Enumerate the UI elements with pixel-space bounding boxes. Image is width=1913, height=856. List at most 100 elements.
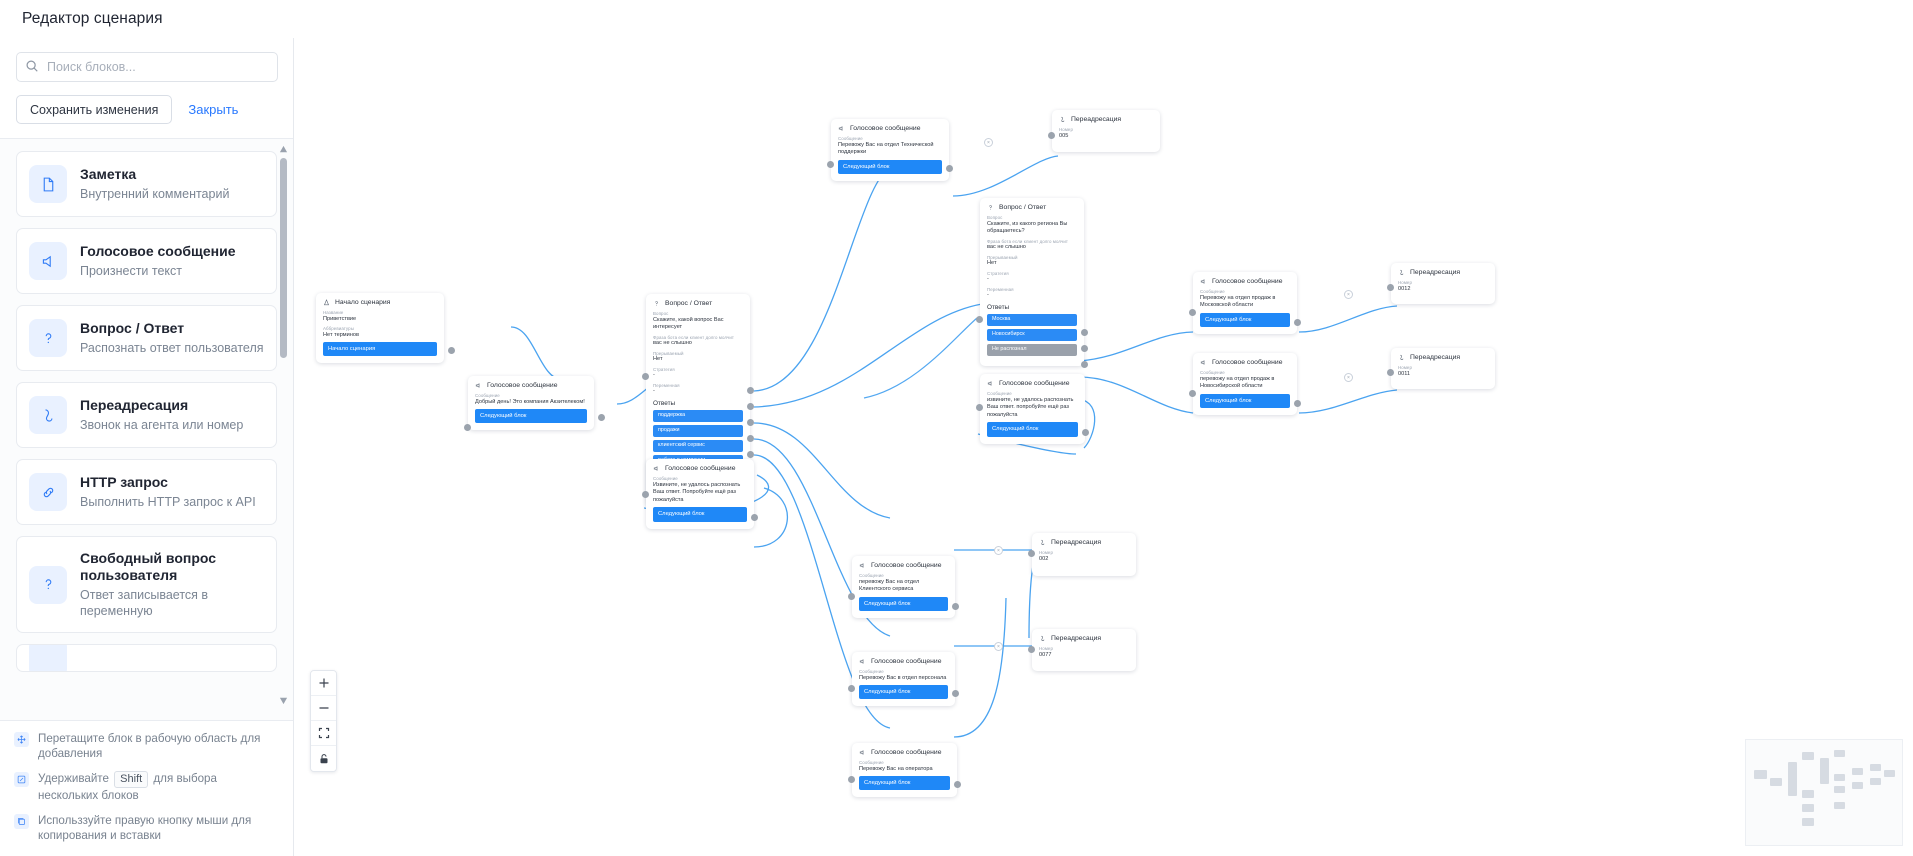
output-port-answer-1[interactable] xyxy=(747,387,754,394)
output-port[interactable] xyxy=(1294,318,1301,326)
node-novosibirsk-redirect[interactable]: Переадресация Номер 0011 xyxy=(1387,348,1495,389)
block-item-note[interactable]: Заметка Внутренний комментарий xyxy=(16,151,277,217)
answers-label: Ответы xyxy=(987,303,1010,311)
input-port[interactable] xyxy=(827,161,834,168)
input-port[interactable] xyxy=(642,373,649,380)
output-port[interactable] xyxy=(952,690,959,698)
next-block-chip[interactable]: Следующий блок xyxy=(838,159,942,174)
output-port[interactable] xyxy=(946,164,953,172)
node-greeting-voice[interactable]: Голосовое сообщение Сообщение Добрый ден… xyxy=(464,376,605,431)
node-qa-region-fallback-voice[interactable]: Голосовое сообщение Сообщение извините, … xyxy=(976,374,1089,444)
node-qa-main-fallback-voice[interactable]: Голосовое сообщение Сообщение Извините, … xyxy=(642,459,758,529)
next-block-chip[interactable]: Следующий блок xyxy=(859,776,950,791)
save-button[interactable]: Сохранить изменения xyxy=(16,95,173,124)
output-port-answer-5[interactable] xyxy=(747,451,754,458)
next-block-chip[interactable]: Следующий блок xyxy=(475,409,587,424)
output-port[interactable] xyxy=(1294,399,1301,407)
scroll-down-icon[interactable] xyxy=(279,696,288,705)
node-client-service-redirect[interactable]: Переадресация Номер 002 xyxy=(1028,533,1136,576)
edge-delete-icon[interactable]: × xyxy=(1344,290,1353,299)
output-port-answer-3[interactable] xyxy=(747,419,754,426)
next-block-chip[interactable]: Следующий блок xyxy=(1200,393,1290,408)
output-port-unrecognized[interactable] xyxy=(1081,361,1088,368)
output-port-answer-2[interactable] xyxy=(1081,345,1088,352)
answer-chip[interactable]: продажи xyxy=(653,424,743,437)
node-support-redirect[interactable]: Переадресация Номер 005 xyxy=(1048,110,1160,152)
search-input[interactable] xyxy=(16,52,278,82)
canvas-minimap[interactable] xyxy=(1745,739,1903,846)
node-hr-redirect[interactable]: Переадресация Номер 0077 xyxy=(1028,629,1136,671)
field-message: Сообщение Перевожу на отдел продаж в Мос… xyxy=(1200,289,1290,310)
answer-chip[interactable]: поддержка xyxy=(653,409,743,422)
node-novosibirsk-voice[interactable]: Голосовое сообщение Сообщение перевожу н… xyxy=(1189,353,1301,415)
edge-delete-icon[interactable]: × xyxy=(1344,373,1353,382)
speaker-icon xyxy=(859,563,864,568)
block-item-question-answer[interactable]: Вопрос / Ответ Распознать ответ пользова… xyxy=(16,305,277,371)
node-qa-region[interactable]: Вопрос / Ответ Вопрос Скажите, из какого… xyxy=(976,198,1088,368)
next-block-chip[interactable]: Следующий блок xyxy=(653,507,747,522)
node-moscow-redirect[interactable]: Переадресация Номер 0012 xyxy=(1387,263,1495,304)
output-port[interactable] xyxy=(598,414,605,422)
input-port[interactable] xyxy=(1028,550,1035,557)
sidebar-scrollbar[interactable] xyxy=(279,145,288,705)
block-item-voice-message[interactable]: Голосовое сообщение Произнести текст xyxy=(16,228,277,294)
output-port[interactable] xyxy=(1082,428,1089,436)
input-port[interactable] xyxy=(1189,309,1196,316)
lock-button[interactable] xyxy=(311,746,336,771)
node-client-service-voice[interactable]: Голосовое сообщение Сообщение перевожу В… xyxy=(848,556,959,618)
next-block-chip[interactable]: Следующий блок xyxy=(1200,312,1290,327)
field-label: Номер xyxy=(1039,646,1054,651)
input-port[interactable] xyxy=(642,491,649,498)
node-start[interactable]: Начало сценария Название Приветствие Абб… xyxy=(316,293,455,364)
field-label: Сообщение xyxy=(653,476,678,481)
field-abbr: Аббревиатуры Нет терминов xyxy=(323,326,437,339)
block-item-redirect[interactable]: Переадресация Звонок на агента или номер xyxy=(16,382,277,448)
node-hr-voice[interactable]: Голосовое сообщение Сообщение Перевожу В… xyxy=(848,652,959,707)
next-block-chip[interactable]: Следующий блок xyxy=(859,685,948,700)
output-port[interactable] xyxy=(751,513,758,521)
node-operator-voice[interactable]: Голосовое сообщение Сообщение Перевожу В… xyxy=(848,743,961,798)
output-port[interactable] xyxy=(952,602,959,610)
edge-delete-icon[interactable]: × xyxy=(984,138,993,147)
input-port[interactable] xyxy=(848,685,855,692)
block-item-http-request[interactable]: HTTP запрос Выполнить HTTP запрос к API xyxy=(16,459,277,525)
input-port[interactable] xyxy=(976,316,983,323)
answer-chip[interactable]: Москва xyxy=(987,313,1077,326)
scroll-up-icon[interactable] xyxy=(279,145,288,154)
output-port-answer-4[interactable] xyxy=(747,435,754,442)
unrecognized-chip[interactable]: Не распознал xyxy=(987,343,1077,356)
zoom-out-button[interactable] xyxy=(311,696,336,721)
field-label: Вопрос xyxy=(653,311,669,316)
next-block-chip[interactable]: Следующий блок xyxy=(859,596,948,611)
block-item-partial[interactable] xyxy=(16,644,277,673)
scrollbar-thumb[interactable] xyxy=(280,158,287,358)
answer-chip[interactable]: Новосибирск xyxy=(987,328,1077,341)
node-moscow-voice[interactable]: Голосовое сообщение Сообщение Перевожу н… xyxy=(1189,272,1301,334)
input-port[interactable] xyxy=(464,424,471,431)
input-port[interactable] xyxy=(848,776,855,783)
minimap-node xyxy=(1802,804,1814,812)
output-port[interactable] xyxy=(448,347,455,355)
input-port[interactable] xyxy=(848,593,855,600)
zoom-in-button[interactable] xyxy=(311,671,336,696)
flow-canvas[interactable]: Начало сценария Название Приветствие Абб… xyxy=(294,38,1913,856)
edge-delete-icon[interactable]: × xyxy=(994,546,1003,555)
input-port[interactable] xyxy=(1387,369,1394,376)
answer-chip[interactable]: клиентский сервис xyxy=(653,439,743,452)
output-port-answer-2[interactable] xyxy=(747,403,754,410)
edge-delete-icon[interactable]: × xyxy=(994,642,1003,651)
input-port[interactable] xyxy=(1048,132,1055,139)
fit-screen-button[interactable] xyxy=(311,721,336,746)
next-block-chip[interactable]: Начало сценария xyxy=(323,342,437,357)
field-label: Сообщение xyxy=(1200,370,1225,375)
next-block-chip[interactable]: Следующий блок xyxy=(987,422,1078,437)
input-port[interactable] xyxy=(1387,284,1394,291)
block-item-free-question[interactable]: Свободный вопрос пользователя Ответ запи… xyxy=(16,536,277,634)
output-port-answer-1[interactable] xyxy=(1081,329,1088,336)
input-port[interactable] xyxy=(1028,646,1035,653)
input-port[interactable] xyxy=(976,404,983,411)
close-button[interactable]: Закрыть xyxy=(188,102,239,117)
input-port[interactable] xyxy=(1189,390,1196,397)
node-support-voice[interactable]: Голосовое сообщение Сообщение Перевожу В… xyxy=(827,119,953,181)
output-port[interactable] xyxy=(954,781,961,789)
